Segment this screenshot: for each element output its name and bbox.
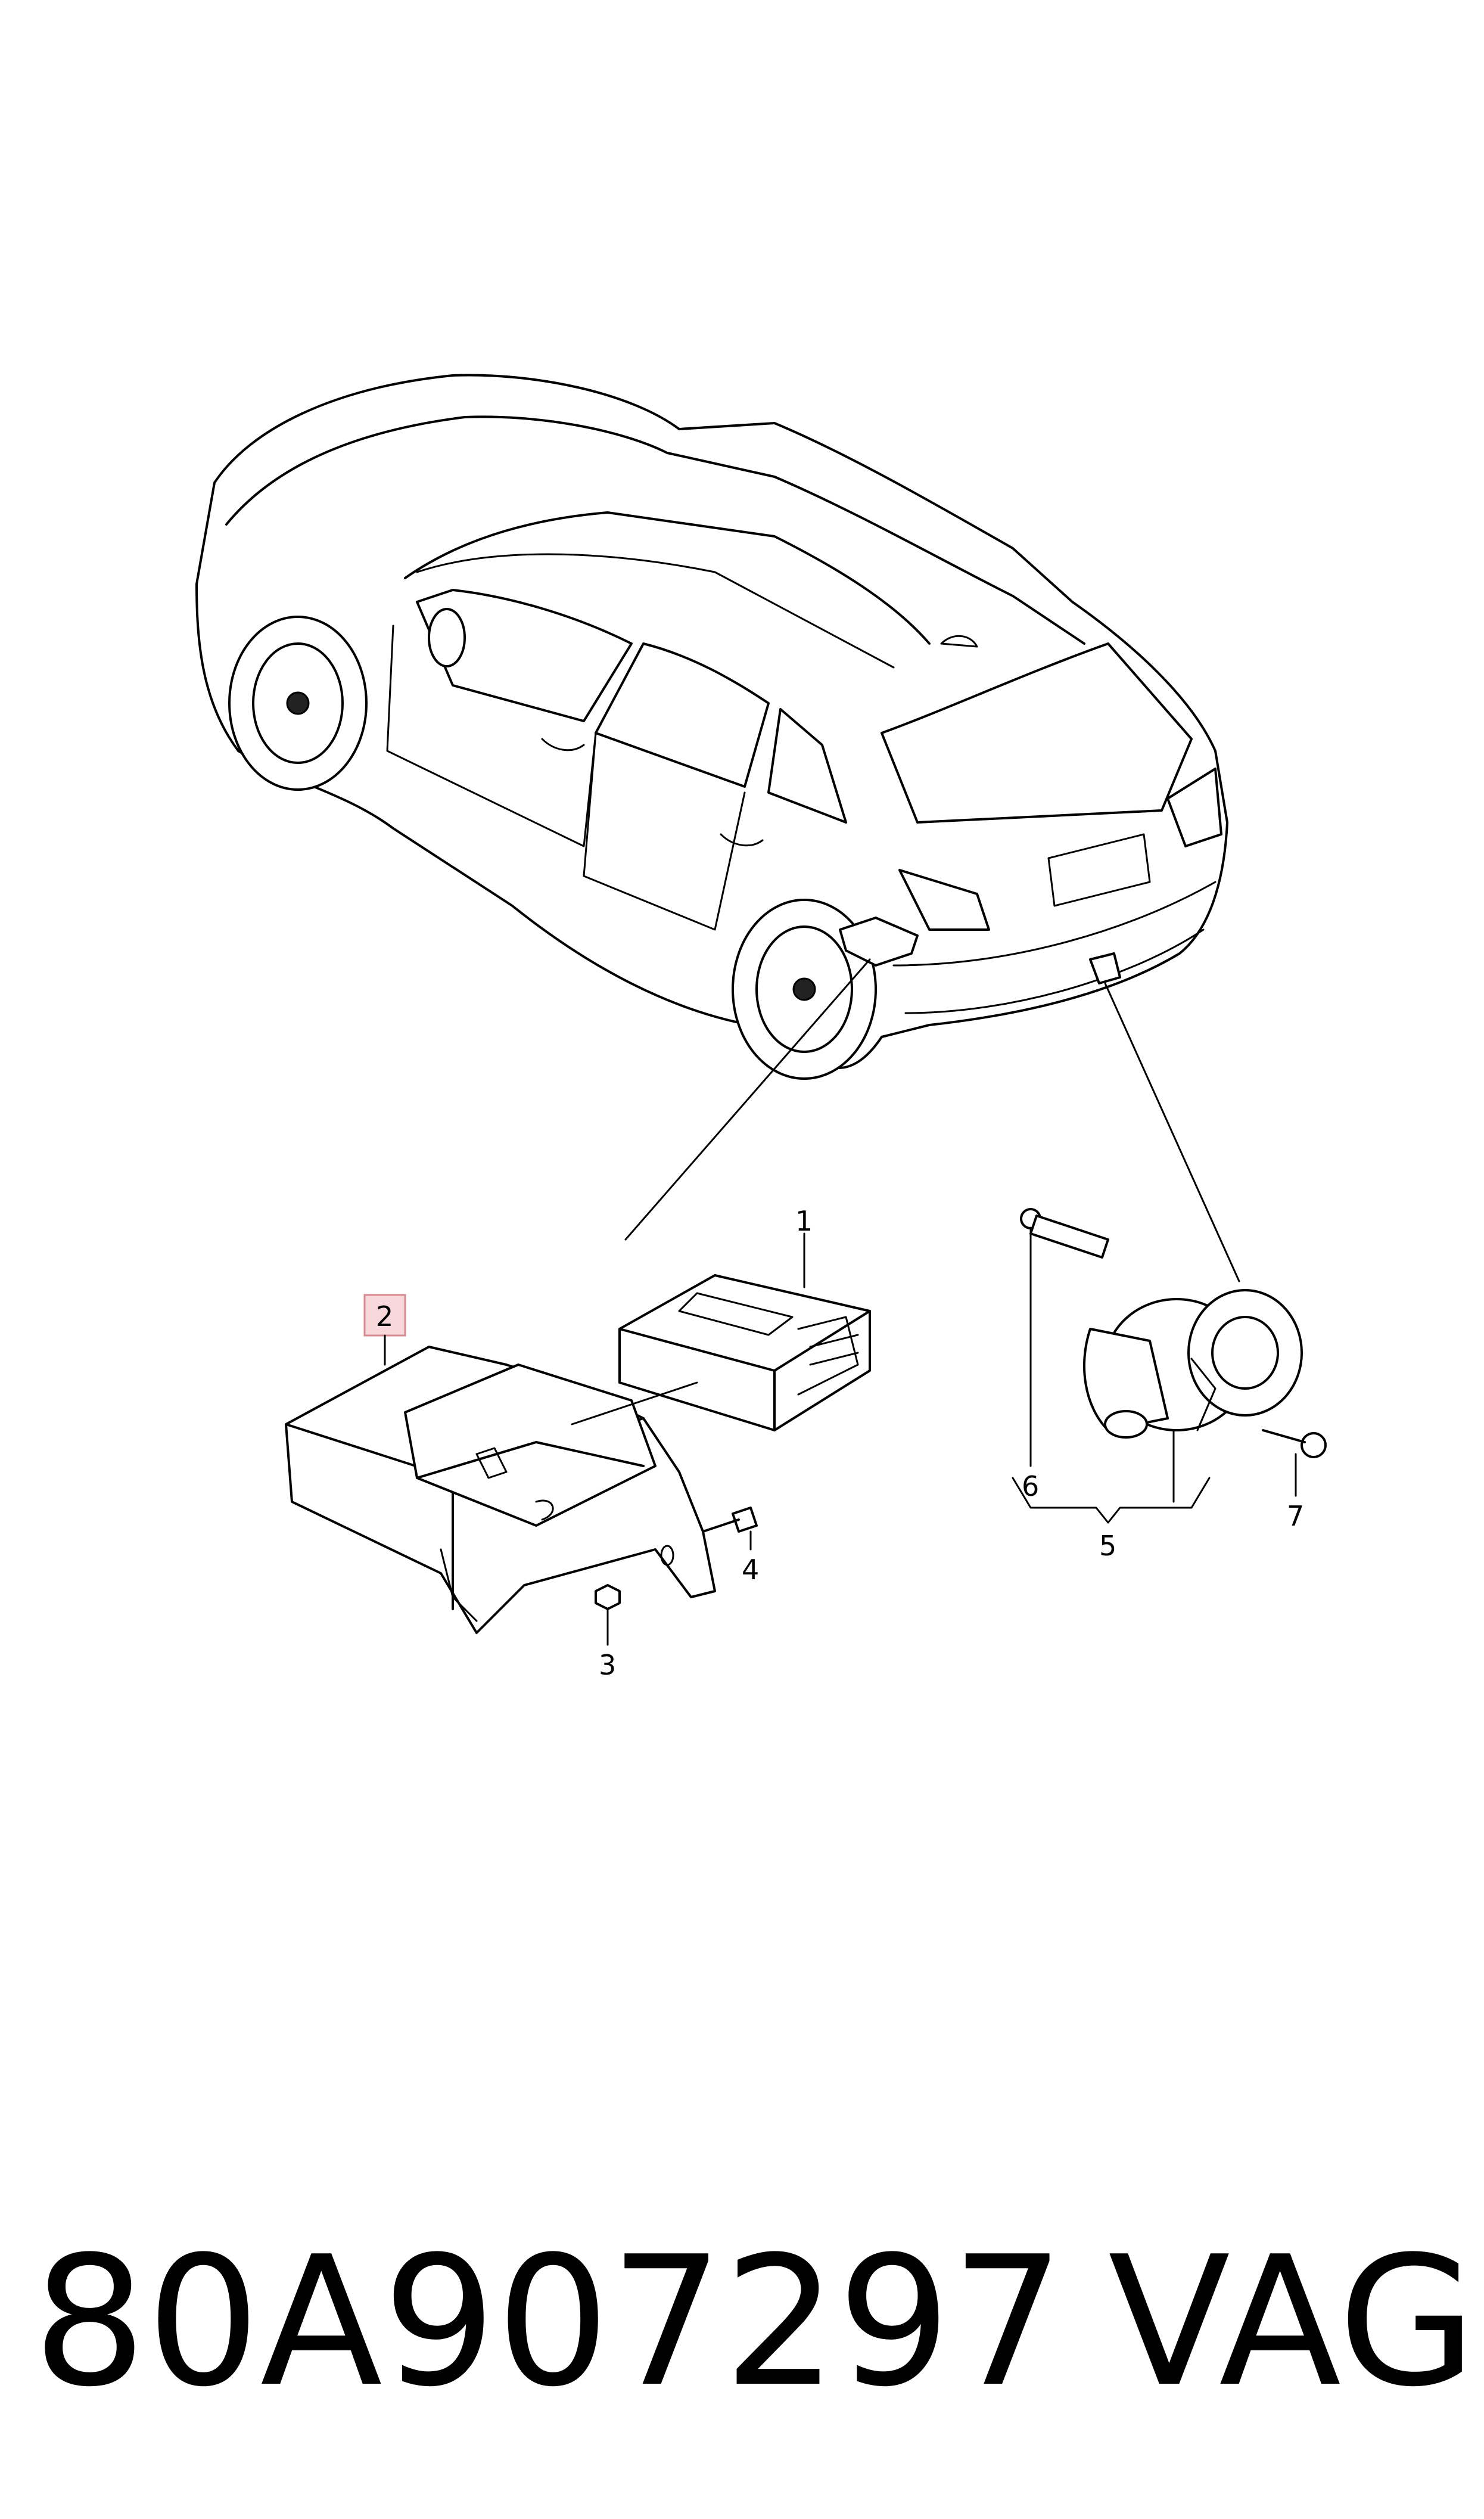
part-6-pin — [1020, 1208, 1109, 1467]
leader-line-socket — [1104, 982, 1240, 1282]
callout-7: 7 — [1287, 1500, 1304, 1532]
part-4-screw — [702, 1507, 758, 1551]
callout-2-highlight — [363, 1294, 406, 1337]
part-1-control-unit — [618, 1274, 871, 1431]
vehicle-illustration — [195, 374, 1228, 1080]
part-7-screw — [1262, 1429, 1327, 1497]
callout-1: 1 — [795, 1205, 813, 1237]
callout-3: 3 — [599, 1649, 616, 1681]
part-2-control-unit-bracket — [285, 1346, 716, 1634]
callout-4: 4 — [742, 1554, 759, 1586]
part-number: 80A907297 — [33, 2218, 1065, 2426]
brand-label: VAG — [1108, 2218, 1476, 2426]
leader-line-module — [624, 958, 871, 1241]
part-3-nut — [595, 1584, 621, 1646]
part-5-trailer-socket — [1083, 1289, 1303, 1439]
callout-2: 2 — [376, 1300, 393, 1333]
group-bracket-5 — [1012, 1477, 1211, 1524]
callout-5: 5 — [1099, 1530, 1116, 1562]
